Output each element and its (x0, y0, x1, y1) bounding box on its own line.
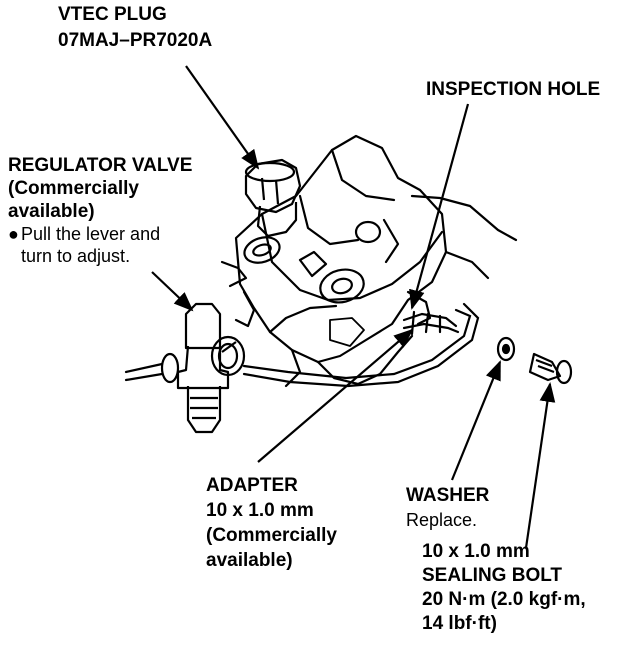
vtec-solenoid-drawing (244, 158, 302, 238)
leader-arrows (151, 65, 556, 549)
vtec-plug-part-number: 07MAJ–PR7020A (58, 30, 213, 51)
washer-note: Replace. (406, 510, 478, 530)
washer-drawing (496, 336, 516, 362)
adapter-label: ADAPTER 10 x 1.0 mm (Commercially availa… (206, 476, 337, 576)
sealing-bolt-name: SEALING BOLT (422, 565, 563, 586)
sealing-bolt-torque-line1: 20 N·m (2.0 kgf·m, (422, 589, 586, 610)
regulator-valve-instruction-line2: turn to adjust. (8, 247, 192, 265)
sealing-bolt-leader (524, 382, 556, 549)
adapter-leader (257, 328, 414, 463)
adapter-note-line1: (Commercially (206, 525, 337, 546)
bullet-icon: ● (8, 224, 19, 244)
adapter-note-line2: available) (206, 550, 293, 571)
engine-head-drawing (220, 134, 518, 388)
regulator-valve-instruction-text1: Pull the lever and (21, 224, 161, 244)
regulator-valve-drawing (160, 302, 246, 434)
inspection-hole-label: INSPECTION HOLE (426, 80, 600, 99)
regulator-valve-name: REGULATOR VALVE (8, 155, 193, 176)
sealing-bolt-drawing (528, 352, 573, 385)
vtec-plug-leader (185, 65, 260, 170)
regulator-valve-note-line1: (Commercially (8, 178, 139, 199)
sealing-bolt-size: 10 x 1.0 mm (422, 541, 530, 562)
vtec-plug-label: VTEC PLUG 07MAJ–PR7020A (58, 5, 212, 57)
regulator-valve-note-line2: available) (8, 201, 95, 222)
adapter-size: 10 x 1.0 mm (206, 500, 314, 521)
adapter-name: ADAPTER (206, 475, 298, 496)
regulator-valve-instruction-text2: turn to adjust. (21, 246, 131, 266)
regulator-valve-instruction-line1: ●Pull the lever and (8, 225, 192, 243)
inspection-hole-name: INSPECTION HOLE (426, 79, 601, 100)
washer-label: WASHER Replace. (406, 486, 489, 535)
sealing-bolt-torque-line2: 14 lbf·ft) (422, 613, 497, 634)
sealing-bolt-label: 10 x 1.0 mm SEALING BOLT 20 N·m (2.0 kgf… (422, 542, 586, 638)
vtec-plug-name: VTEC PLUG (58, 4, 167, 25)
air-hose-drawing (124, 362, 164, 382)
washer-leader (450, 360, 502, 481)
regulator-valve-leader (151, 271, 194, 312)
regulator-valve-label: REGULATOR VALVE (Commercially available)… (8, 156, 192, 269)
washer-name: WASHER (406, 485, 490, 506)
inspection-hole-leader (409, 103, 470, 310)
